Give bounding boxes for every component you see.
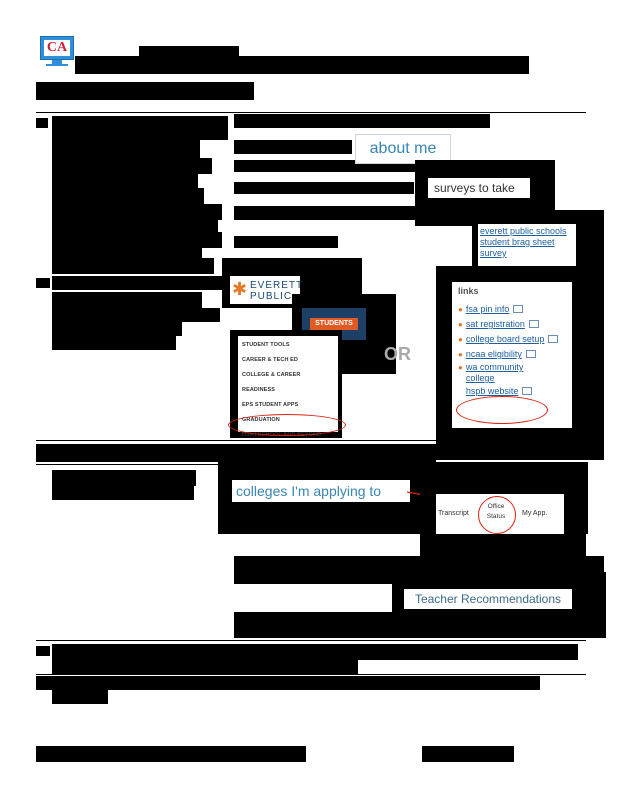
external-link-icon [525, 350, 536, 358]
redacted-text [232, 444, 436, 462]
ca-logo: CA [40, 36, 74, 66]
redacted-text [52, 276, 228, 290]
or-label: OR [384, 344, 411, 364]
surveys-tab[interactable]: surveys to take [428, 178, 530, 198]
everett-logo-line2: PUBLIC [250, 291, 293, 302]
hspb-highlight-oval [456, 396, 548, 424]
redacted-text [52, 204, 222, 220]
link-college-board[interactable]: ●college board setup [458, 332, 566, 347]
redacted-text [234, 206, 416, 220]
link-label: wa community college [465, 362, 524, 383]
redacted-text [52, 690, 108, 704]
redacted-text [52, 308, 220, 322]
rule-line [36, 640, 586, 641]
redacted-bullet [36, 118, 48, 128]
external-link-icon [548, 335, 559, 343]
monitor-icon: CA [40, 36, 74, 60]
links-heading: links [458, 286, 479, 296]
monitor-base [46, 64, 68, 66]
redacted-text [36, 676, 540, 690]
redacted-subtitle [36, 82, 254, 100]
redacted-text [234, 182, 414, 194]
bullet-icon: ● [458, 335, 463, 344]
redacted-footer [422, 746, 514, 762]
link-label: hspb website [465, 386, 519, 396]
office-status-oval [478, 496, 516, 534]
link-label: college board setup [465, 334, 545, 344]
logo-text: CA [44, 40, 70, 56]
redacted-text [52, 248, 202, 258]
rule-line [36, 674, 586, 675]
bullet-icon: ● [458, 363, 463, 372]
menu-item-student-apps[interactable]: EPS STUDENT APPS [242, 402, 299, 408]
about-me-button[interactable]: about me [355, 134, 451, 164]
everett-logo-line1: EVERETT [250, 280, 304, 291]
redacted-text [52, 158, 212, 174]
link-sat[interactable]: ●sat registration [458, 317, 566, 332]
menu-item-career-tech[interactable]: CAREER & TECH ED [242, 357, 298, 363]
redacted-bullet [36, 646, 50, 656]
bullet-icon: ● [458, 350, 463, 359]
redacted-text [234, 612, 398, 638]
redacted-text [52, 486, 194, 500]
redacted-text [52, 644, 578, 660]
bullet-icon: ● [458, 305, 463, 314]
teacher-recommendations-button[interactable]: Teacher Recommendations [404, 589, 572, 609]
link-hspb[interactable]: ●hspb website [458, 384, 566, 399]
redacted-text [52, 336, 176, 350]
redacted-text [52, 470, 196, 486]
redacted-text [52, 116, 228, 140]
monitor-stand [52, 60, 62, 65]
rule-line [36, 112, 586, 113]
link-label: fsa pin info [465, 304, 510, 314]
everett-logo: ✱ EVERETT PUBLIC [230, 276, 304, 304]
redacted-text [234, 140, 352, 154]
menu-item-student-tools[interactable]: STUDENT TOOLS [242, 342, 290, 348]
redacted-title [139, 46, 239, 74]
redacted-bullet [36, 278, 50, 288]
external-link-icon [522, 387, 533, 395]
survey-link-box: everett public schools student brag shee… [478, 224, 576, 268]
link-wa-cc[interactable]: ●wa community college [458, 362, 566, 384]
students-label: STUDENTS [310, 318, 358, 330]
link-label: sat registration [465, 319, 525, 329]
redacted-text [52, 292, 202, 308]
redacted-text [52, 188, 204, 204]
redacted-text [52, 258, 214, 274]
bullet-icon: ● [458, 320, 463, 329]
redacted-title [239, 56, 529, 74]
rule-line [36, 440, 586, 441]
redacted-footer [36, 746, 306, 762]
redacted-text [52, 174, 198, 188]
link-ncaa[interactable]: ●ncaa eligibility [458, 347, 566, 362]
external-link-icon [528, 320, 539, 328]
redacted-text [52, 660, 358, 674]
redacted-text [52, 140, 200, 158]
everett-star-icon: ✱ [232, 279, 248, 299]
hsbp-highlight-oval [228, 414, 346, 436]
tab-transcript[interactable]: Transcript [438, 510, 469, 517]
menu-item-college-career[interactable]: COLLEGE & CAREER READINESS [242, 372, 301, 393]
redacted-text [36, 444, 232, 462]
link-fsa[interactable]: ●fsa pin info [458, 302, 566, 317]
redacted-title [75, 56, 139, 74]
tab-my-app[interactable]: My App. [522, 510, 548, 517]
brag-sheet-survey-link[interactable]: everett public schools student brag shee… [480, 226, 567, 258]
redacted-text [234, 236, 338, 248]
link-label: ncaa eligibility [465, 349, 522, 359]
redacted-text [52, 232, 222, 248]
redacted-text [52, 322, 182, 336]
redacted-text [234, 114, 490, 128]
redacted-text [52, 220, 218, 232]
external-link-icon [513, 305, 524, 313]
colleges-button[interactable]: colleges I'm applying to [232, 480, 410, 502]
